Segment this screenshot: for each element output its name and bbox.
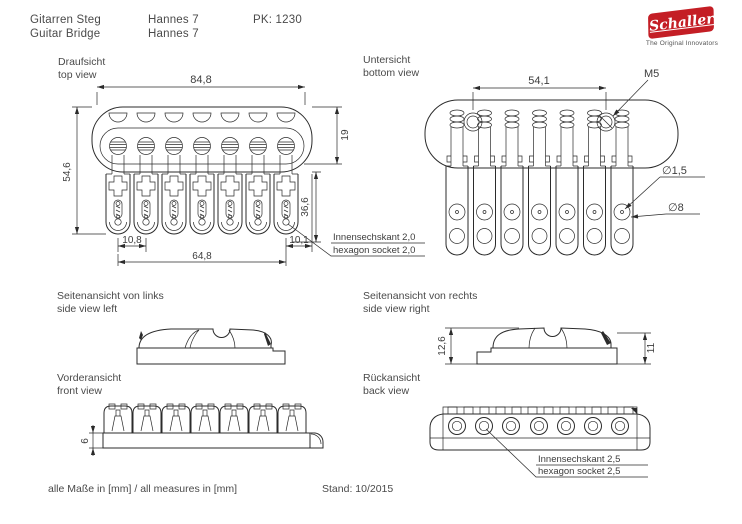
side-left-drawing [125, 318, 295, 370]
side-right-drawing: 12,6 11 [437, 300, 657, 372]
back-body [430, 407, 650, 450]
dim-edge-offset-label: 10,1 [289, 235, 309, 246]
side-left-label-en: side view left [57, 302, 118, 315]
back-view-label-de: Rückansicht [363, 372, 421, 384]
product-title-de: Gitarren Steg [30, 14, 101, 26]
thread-m5-callout: M5 [611, 68, 659, 117]
back-view-label-en: back view [363, 384, 410, 397]
dim-saddle-length: 36,6 [292, 172, 321, 242]
dim-total-depth-label: 54,6 [62, 162, 73, 182]
hex-socket-25-note-de: Innensechskant 2,5 [538, 454, 620, 465]
hex-socket-20-note-de: Innensechskant 2,0 [333, 232, 415, 243]
dim-string-pitch: 10,8 [118, 235, 146, 252]
schaller-logo-tagline: The Original Innovators [645, 40, 719, 47]
saddle-fingers-bottom [445, 109, 634, 256]
part-number: PK: 1230 [253, 14, 302, 26]
measure-units-note: alle Maße in [mm] / all measures in [mm] [48, 483, 238, 495]
product-title-en: Guitar Bridge [30, 28, 101, 40]
hole-small-callout: ∅1,5 [624, 165, 705, 211]
side-right-label-en: side view right [363, 302, 430, 315]
dim-height-front-label: 12,6 [437, 336, 448, 356]
front-view-label-de: Vorderansicht [57, 372, 122, 384]
dim-base-height: 6 [80, 425, 103, 456]
dim-plate-depth: 19 [304, 107, 351, 164]
dim-total-width-label: 84,8 [190, 74, 211, 86]
dim-string-span: 64,8 [118, 238, 286, 266]
dim-total-depth: 54,6 [62, 107, 106, 234]
hole-large-callout: ∅8 [631, 202, 700, 219]
front-view-drawing: 6 [80, 403, 330, 460]
model-name-line1: Hannes 7 [148, 14, 199, 26]
hex-socket-25-note-en: hexagon socket 2,5 [538, 466, 620, 477]
saddle-fingers-top [105, 154, 299, 235]
thread-m5-label: M5 [644, 68, 659, 80]
dim-total-width: 84,8 [97, 74, 305, 105]
side-left-body [137, 329, 285, 364]
bottom-base-plate [425, 100, 678, 168]
bridge-base-plate [92, 107, 312, 172]
front-body [103, 403, 323, 448]
schaller-logo-text: Schaller [647, 10, 715, 35]
top-view-drawing: 84,8 54,6 19 [62, 74, 455, 287]
hex-socket-20-note: Innensechskant 2,0 hexagon socket 2,0 [288, 224, 425, 256]
revision-date: Stand: 10/2015 [322, 483, 394, 495]
bottom-view-drawing: 54,1 M5 ∅1,5 ∅8 [410, 68, 730, 256]
hex-socket-25-note: Innensechskant 2,5 hexagon socket 2,5 [486, 429, 648, 477]
dim-string-pitch-label: 10,8 [122, 235, 142, 246]
side-right-label-de: Seitenansicht von rechts [363, 290, 478, 302]
schaller-logo: Schaller [647, 5, 715, 40]
dim-string-span-label: 64,8 [192, 251, 212, 262]
dim-saddle-length-label: 36,6 [300, 197, 311, 217]
top-view-label-de: Draufsicht [58, 56, 106, 68]
dim-height-front: 12,6 [437, 328, 519, 364]
dim-hole-span: 54,1 [473, 75, 606, 110]
model-name-line2: Hannes 7 [148, 28, 199, 40]
dim-base-height-label: 6 [80, 438, 91, 444]
hole-large-label: ∅8 [668, 202, 684, 214]
top-view-label-en: top view [58, 68, 97, 81]
dim-height-rear-label: 11 [646, 342, 657, 353]
back-view-drawing: Innensechskant 2,5 hexagon socket 2,5 [415, 398, 680, 490]
dim-height-rear: 11 [617, 333, 657, 364]
dim-edge-offset: 10,1 [286, 174, 312, 252]
side-right-body [477, 328, 617, 364]
hole-small-label: ∅1,5 [662, 165, 687, 177]
dim-plate-depth-label: 19 [340, 129, 351, 141]
front-view-label-en: front view [57, 384, 102, 397]
bottom-view-label-de: Untersicht [363, 54, 411, 66]
hex-socket-20-note-en: hexagon socket 2,0 [333, 245, 415, 256]
dim-hole-span-label: 54,1 [528, 75, 549, 87]
side-left-label-de: Seitenansicht von links [57, 290, 164, 302]
intonation-screws [448, 417, 629, 435]
bottom-view-label-en: bottom view [363, 66, 420, 79]
